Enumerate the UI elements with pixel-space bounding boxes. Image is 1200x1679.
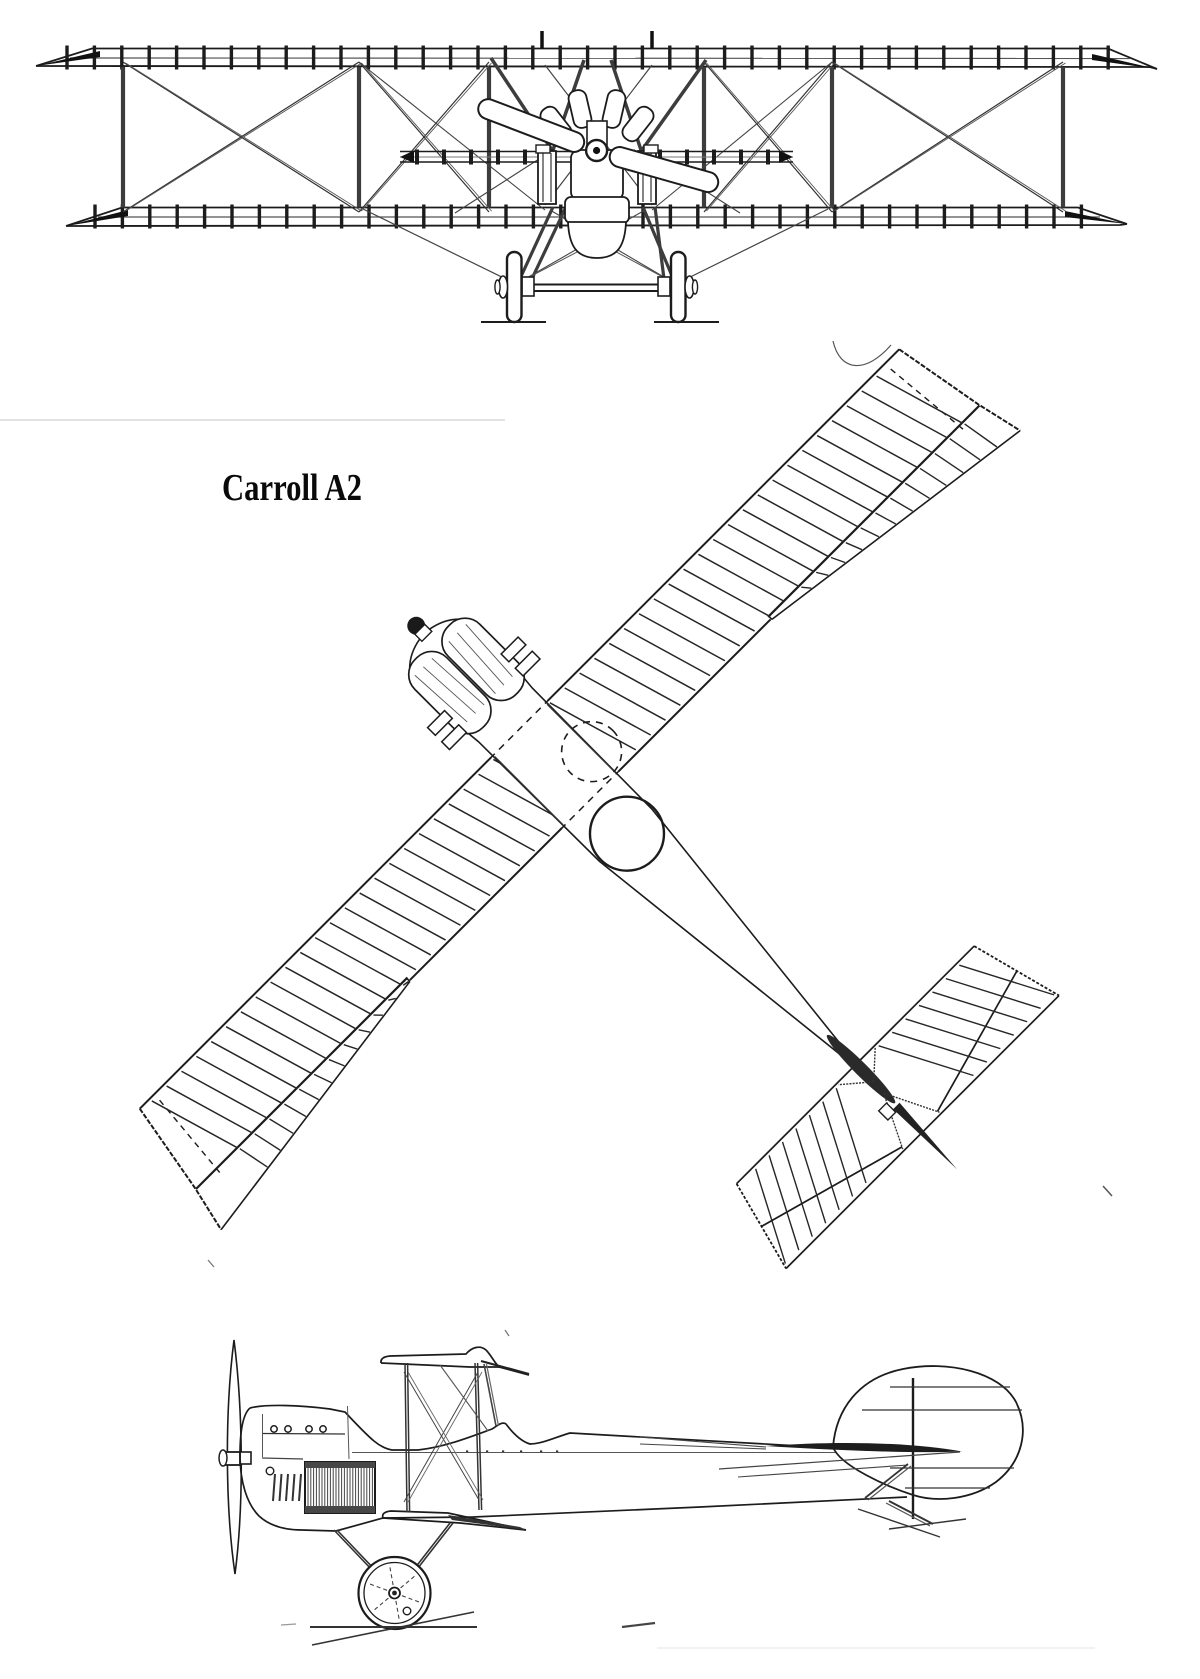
svg-text:Carroll A2: Carroll A2 [222,467,362,509]
